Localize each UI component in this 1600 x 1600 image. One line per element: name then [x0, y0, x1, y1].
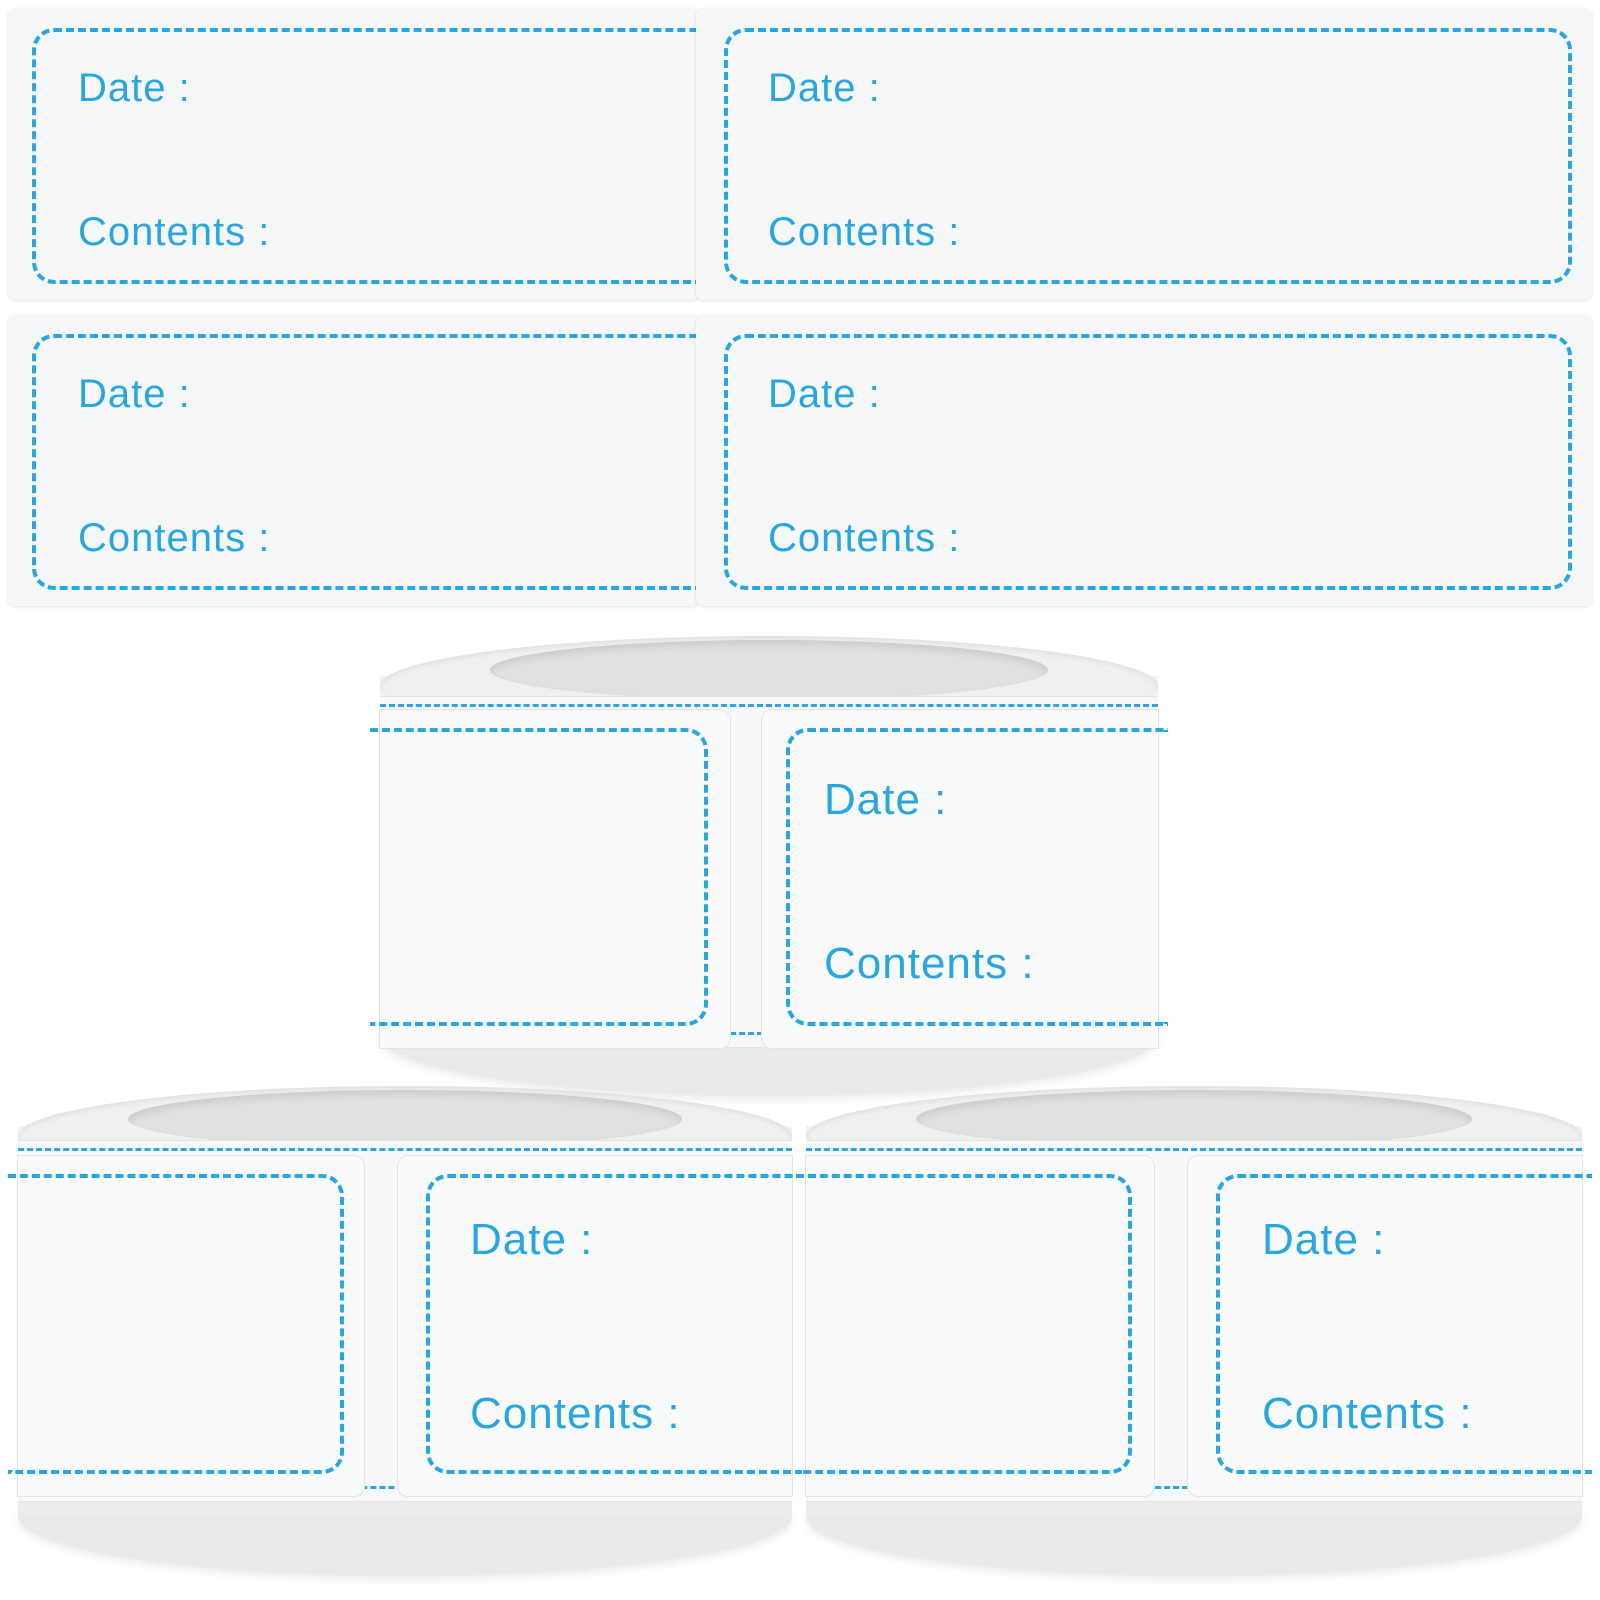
dashed-edge-top: [380, 704, 1158, 707]
contents-label: Contents :: [1262, 1389, 1473, 1438]
date-label: Date :: [78, 66, 191, 110]
contents-label: Contents :: [78, 210, 271, 254]
dashed-frame: [32, 334, 720, 590]
date-label: Date :: [824, 775, 948, 824]
flat-label-1: Date : Contents :: [8, 8, 720, 300]
date-label: Date :: [1262, 1215, 1386, 1264]
dashed-edge-top: [18, 1148, 792, 1151]
printed-sticker: Date : Contents :: [1188, 1156, 1592, 1496]
dashed-frame: [32, 28, 720, 284]
dashed-edge-top: [806, 1148, 1582, 1151]
flat-label-2: Date : Contents :: [696, 8, 1592, 300]
dashed-frame: [426, 1174, 802, 1474]
dashed-frame: [786, 728, 1168, 1026]
flat-label-4: Date : Contents :: [696, 314, 1592, 606]
label-roll-3: Date : Contents :: [796, 1086, 1592, 1576]
printed-sticker: Date : Contents :: [398, 1156, 802, 1496]
date-label: Date :: [768, 372, 881, 416]
blank-sticker: [370, 710, 730, 1048]
date-label: Date :: [768, 66, 881, 110]
dashed-frame: [370, 728, 708, 1026]
roll-core: [916, 1090, 1472, 1148]
date-label: Date :: [470, 1215, 594, 1264]
roll-core: [490, 640, 1048, 700]
blank-sticker: [796, 1156, 1154, 1496]
roll-core: [128, 1090, 682, 1148]
dashed-frame: [724, 28, 1572, 284]
contents-label: Contents :: [768, 516, 961, 560]
printed-sticker: Date : Contents :: [762, 710, 1168, 1048]
dashed-frame: [724, 334, 1572, 590]
contents-label: Contents :: [78, 516, 271, 560]
flat-label-3: Date : Contents :: [8, 314, 720, 606]
contents-label: Contents :: [824, 939, 1035, 988]
dashed-frame: [1216, 1174, 1592, 1474]
contents-label: Contents :: [768, 210, 961, 254]
dashed-frame: [796, 1174, 1132, 1474]
label-roll-2: Date : Contents :: [8, 1086, 802, 1576]
blank-sticker: [8, 1156, 364, 1496]
label-roll-1: Date : Contents :: [370, 636, 1168, 1096]
dashed-frame: [8, 1174, 344, 1474]
date-label: Date :: [78, 372, 191, 416]
contents-label: Contents :: [470, 1389, 681, 1438]
